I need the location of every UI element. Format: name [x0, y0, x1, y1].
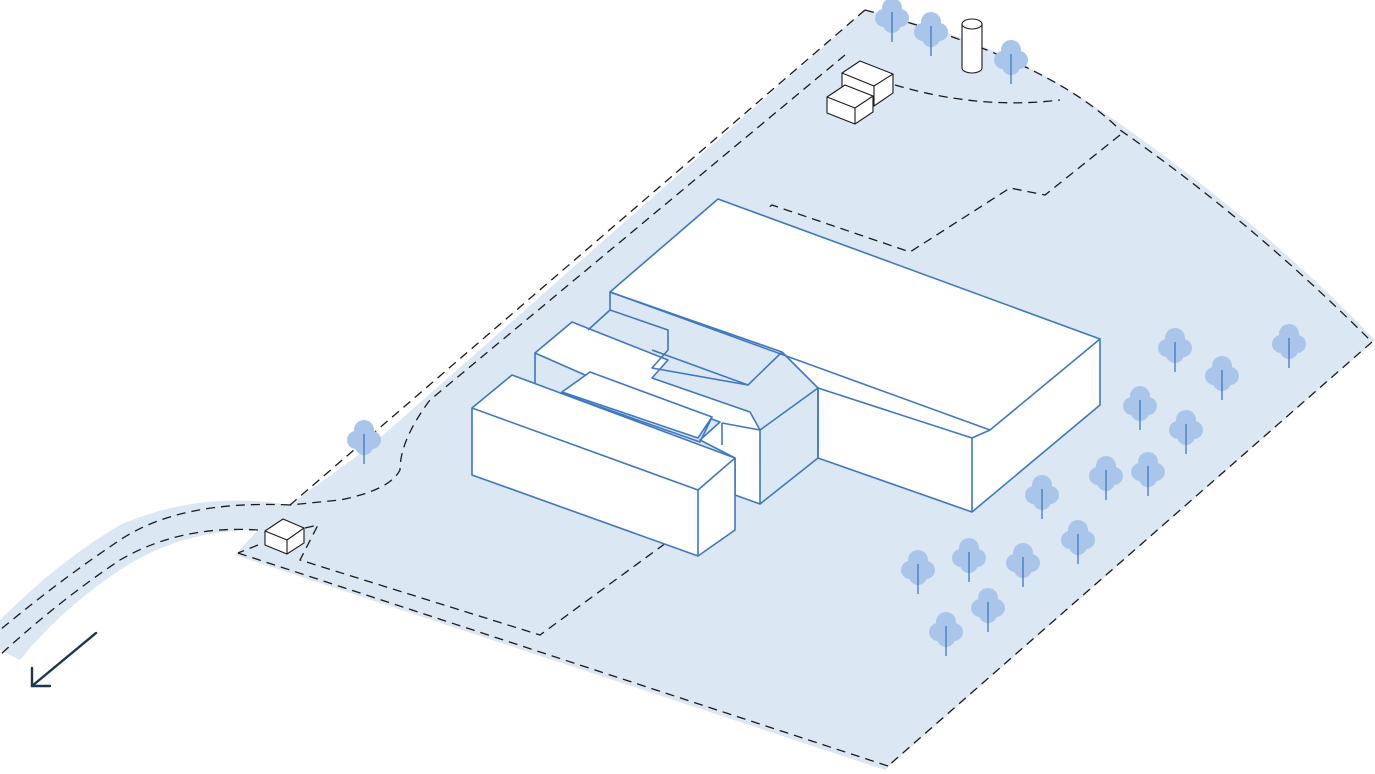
inner-path-north: [894, 84, 1061, 104]
main-building: [471, 198, 1101, 557]
tree-icon: [971, 588, 1005, 632]
tree-icon: [914, 12, 948, 56]
courtyard-edge-north: [609, 309, 783, 386]
east-wing-facade-top: [817, 387, 973, 439]
courtyard-line: [651, 349, 749, 386]
arrow-down-left-icon: [30, 631, 98, 688]
outer-boundary-northeast: [864, 9, 1373, 343]
tree-icon: [1131, 452, 1165, 496]
outer-boundary-south: [237, 552, 889, 767]
west-wing-volume: [471, 374, 736, 557]
outer-boundary-southeast: [887, 341, 1373, 767]
ancillary-structures: [264, 18, 983, 555]
tree-icon: [929, 612, 963, 656]
north-shed-lower: [826, 84, 874, 125]
connector-roof-line: [759, 387, 819, 431]
tree-icon: [1158, 328, 1192, 372]
tree-icon: [347, 420, 381, 464]
access-road-north-edge: [0, 503, 291, 631]
tree-icon: [1123, 386, 1157, 430]
inner-path-east: [764, 134, 1121, 253]
tree-icon: [1272, 324, 1306, 368]
silo-body: [961, 24, 983, 74]
tree-icon: [1089, 456, 1123, 500]
tree-icon: [901, 550, 935, 594]
outer-boundary-west: [289, 9, 866, 506]
arrow-head: [30, 666, 52, 688]
inner-path-south: [299, 524, 671, 636]
access-road-south-edge: [0, 528, 259, 656]
tree-icon: [952, 538, 986, 582]
silo-top: [961, 18, 983, 30]
trees-group: [347, 0, 1306, 656]
tree-icon: [1006, 543, 1040, 587]
outer-boundary-corner: [237, 544, 259, 554]
tree-icon: [1169, 410, 1203, 454]
east-wing-edge: [971, 429, 991, 439]
tree-icon: [1025, 475, 1059, 519]
tree-icon: [994, 40, 1028, 84]
connector-facade: [759, 388, 819, 505]
tree-icon: [1205, 356, 1239, 400]
connector-line-2: [721, 422, 761, 431]
arrow-shaft: [30, 631, 98, 688]
inner-path-west: [289, 54, 846, 506]
site-boundary-lines: [0, 9, 1373, 767]
tree-icon: [875, 0, 909, 42]
gatehouse: [264, 518, 305, 555]
courtyard-inner-wall: [561, 391, 713, 443]
tree-icon: [1061, 520, 1095, 564]
